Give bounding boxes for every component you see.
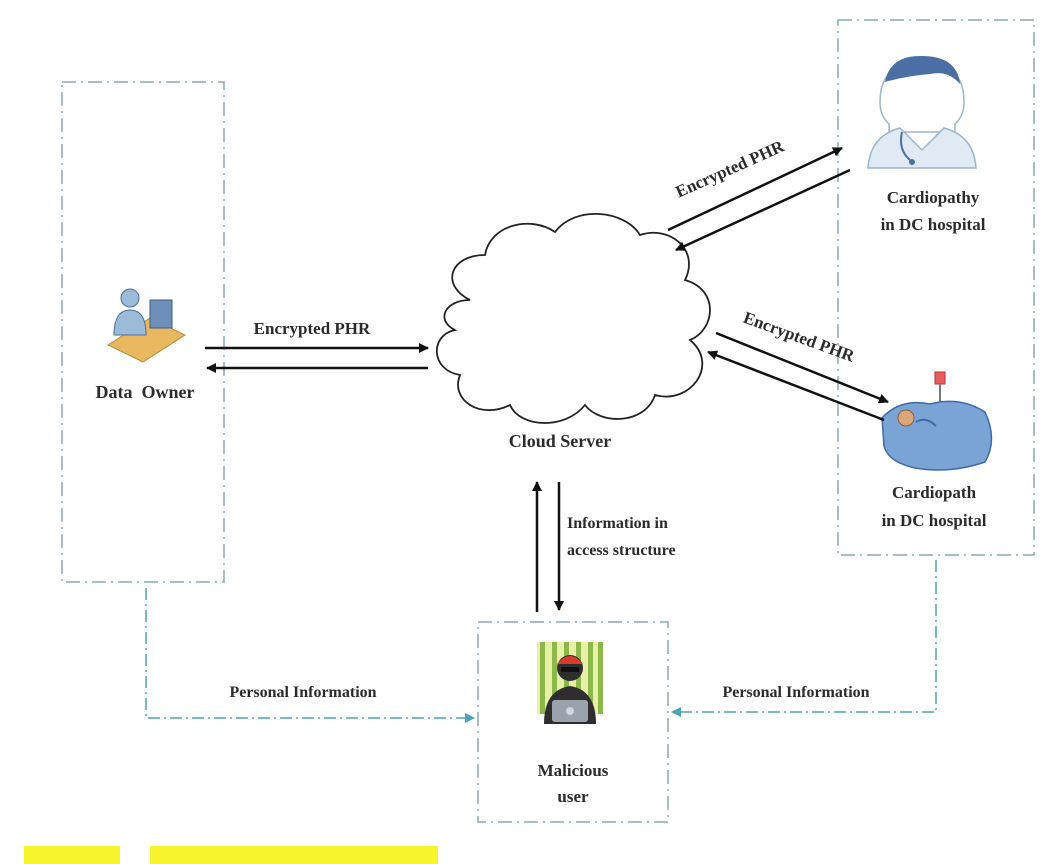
patient-label-line2: in DC hospital bbox=[882, 511, 987, 530]
edge-label-hospital-malicious: Personal Information bbox=[722, 684, 869, 701]
malicious-user-icon bbox=[537, 642, 603, 724]
cloud-server-label: Cloud Server bbox=[509, 431, 612, 451]
dashed-arrow-hospital-to-malicious bbox=[671, 560, 937, 717]
malicious-user-box bbox=[477, 621, 669, 823]
caption-highlight-2 bbox=[150, 846, 438, 864]
edge-label-cloud-malicious-line2: access structure bbox=[567, 542, 676, 559]
edge-label-cloud-malicious-line1: Information in bbox=[567, 515, 668, 532]
doctor-label-line1: Cardiopathy bbox=[887, 188, 980, 207]
cloud-shape bbox=[435, 212, 711, 424]
edge-label-cloud-patient: Encrypted PHR bbox=[741, 308, 858, 366]
doctor-icon bbox=[867, 55, 977, 169]
edge-label-owner-cloud: Encrypted PHR bbox=[254, 319, 371, 338]
edge-label-owner-malicious: Personal Information bbox=[229, 684, 376, 701]
arrow-cloud-to-patient bbox=[715, 331, 889, 404]
patient-label-line1: Cardiopath bbox=[892, 483, 977, 502]
hospital-box bbox=[837, 19, 1035, 556]
caption-highlight-1 bbox=[24, 846, 120, 864]
patient-icon bbox=[881, 371, 993, 471]
malicious-label-line1: Malicious bbox=[538, 761, 609, 780]
data-owner-label: Data Owner bbox=[96, 382, 195, 402]
arrow-cloud-to-doctor bbox=[667, 146, 843, 232]
malicious-label-line2: user bbox=[557, 787, 589, 806]
data-owner-icon bbox=[106, 288, 187, 363]
data-owner-box bbox=[61, 81, 225, 583]
doctor-label-line2: in DC hospital bbox=[881, 215, 986, 234]
arrow-doctor-to-cloud bbox=[675, 168, 851, 252]
edge-label-cloud-doctor: Encrypted PHR bbox=[673, 136, 788, 201]
arrow-patient-to-cloud bbox=[707, 350, 885, 422]
